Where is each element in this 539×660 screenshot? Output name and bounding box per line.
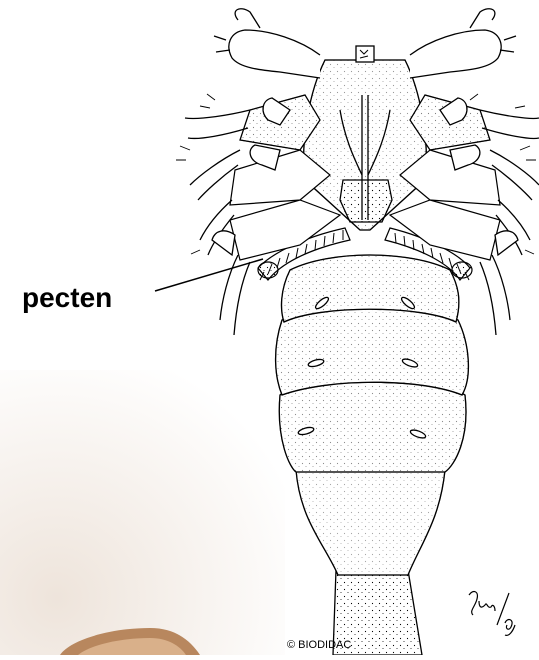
abdomen [276,255,469,655]
background-photo [0,370,285,655]
artist-signature [465,585,521,641]
copyright-notice: © BIODIDAC [287,640,351,651]
genital-operculum [340,180,392,222]
cephalothorax [304,46,427,230]
pedipalp-right [410,30,501,78]
pedipalp-left [229,30,320,78]
pecten-leader-line [155,259,263,291]
pecten-label: pecten [22,284,112,312]
